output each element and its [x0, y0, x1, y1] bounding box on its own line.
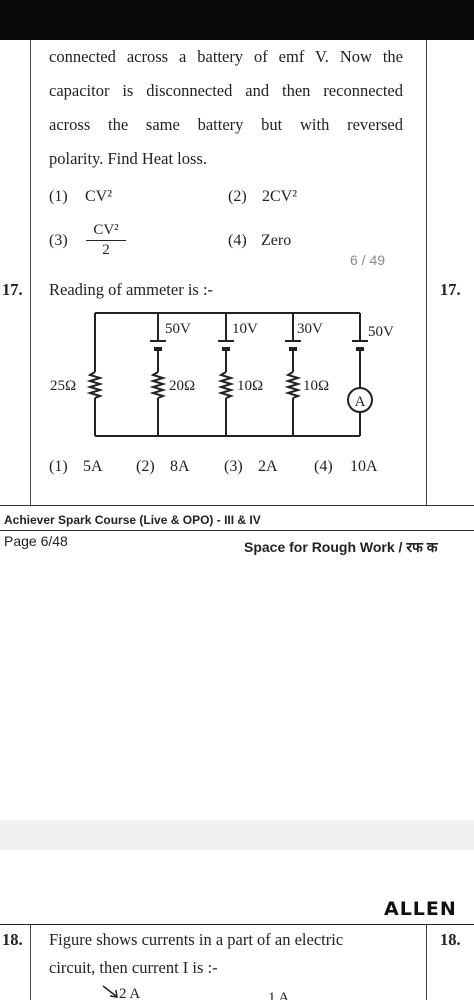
footer-course-name: Achiever Spark Course (Live & OPO) - III… — [4, 513, 261, 527]
q18-side-number: 18. — [440, 930, 461, 949]
resistor-10ohm-symbol-b — [284, 371, 302, 399]
q16-option-4-text: Zero — [261, 232, 292, 249]
resistor-20ohm-symbol — [149, 371, 167, 399]
current-label-2a: 2 A — [119, 986, 140, 1000]
resistor-10ohm-symbol-a — [217, 371, 235, 399]
q17-side-number: 17. — [440, 280, 461, 299]
q17-option-3-text: 2A — [258, 458, 278, 475]
q17-question-text: Reading of ammeter is :- — [49, 280, 214, 299]
top-black-bar — [0, 0, 474, 40]
column-divider-left — [30, 40, 31, 505]
q17-option-2-text: 8A — [170, 458, 190, 475]
q16-line-3: across the same battery but with reverse… — [49, 115, 403, 134]
ammeter-circle — [347, 387, 373, 413]
q16-option-3-num: (3) — [49, 232, 68, 249]
q17-option-4-text: 10A — [350, 458, 378, 475]
q17-option-2-num: (2) — [136, 458, 155, 475]
resistor-10ohm-label-a: 10Ω — [237, 378, 263, 394]
q16-option-2-text: 2CV² — [262, 188, 298, 205]
current-label-1a: 1 A — [268, 990, 289, 1000]
q17-option-3-num: (3) — [224, 458, 243, 475]
column-divider-left-lower — [30, 925, 31, 1000]
q18-line-2: circuit, then current I is :- — [49, 958, 218, 977]
q16-option-2-num: (2) — [228, 188, 247, 205]
q18-diagram-fragment: 2 A 1 A — [102, 985, 289, 1000]
allen-logo: ALLEN — [384, 898, 457, 920]
q16-line-4: polarity. Find Heat loss. — [49, 149, 207, 168]
resistor-10ohm-label-b: 10Ω — [303, 378, 329, 394]
q17-option-1-num: (1) — [49, 458, 68, 475]
q16-line-2: capacitor is disconnected and then recon… — [49, 81, 403, 100]
resistor-20ohm-label: 20Ω — [169, 378, 195, 394]
footer-top-rule — [0, 505, 474, 506]
q16-line-1: connected across a battery of emf V. Now… — [49, 47, 403, 66]
q16-option-4-num: (4) — [228, 232, 247, 249]
column-divider-right-lower — [426, 925, 427, 1000]
battery-4-label: 50V — [368, 324, 394, 340]
q17-option-1-text: 5A — [83, 458, 103, 475]
fraction-numerator: CV² — [86, 222, 126, 241]
q16-option-1-text: CV² — [85, 188, 113, 205]
column-divider-right — [426, 40, 427, 505]
rough-work-label: Space for Rough Work / रफ क — [244, 539, 438, 555]
current-arrow-2a — [102, 985, 117, 997]
header-rule — [0, 924, 474, 925]
q17-number: 17. — [2, 280, 23, 299]
q18-number: 18. — [2, 930, 23, 949]
resistor-25ohm-symbol — [86, 371, 104, 399]
q18-line-1: Figure shows currents in a part of an el… — [49, 930, 344, 949]
footer-page-number: Page 6/48 — [4, 533, 68, 549]
question-16-text: connected across a battery of emf V. Now… — [49, 40, 403, 176]
q16-option-1-num: (1) — [49, 188, 68, 205]
battery-3-label: 30V — [297, 321, 323, 337]
resistor-25ohm-label: 25Ω — [50, 378, 76, 394]
page-indicator: 6 / 49 — [350, 252, 386, 268]
arrowhead-icon — [109, 989, 118, 998]
battery-2-label: 10V — [232, 321, 258, 337]
footer-mid-rule — [0, 530, 474, 531]
q17-option-4-num: (4) — [314, 458, 333, 475]
battery-1-label: 50V — [165, 321, 191, 337]
page-separator-band — [0, 820, 474, 850]
fraction-denominator: 2 — [102, 242, 110, 258]
q16-option-3-fraction: CV² 2 — [86, 222, 126, 259]
ammeter-label: A — [355, 394, 366, 410]
